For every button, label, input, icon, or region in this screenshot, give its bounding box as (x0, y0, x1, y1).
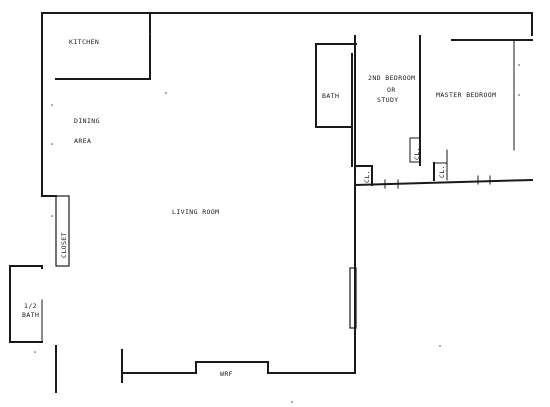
bath-walls (315, 43, 357, 167)
closet-label: CLOSET (60, 232, 68, 258)
second-bedroom-label: 2ND BEDROOM (368, 74, 415, 82)
half-bath-label: 1/2 (24, 302, 37, 310)
second-bedroom-study-label: STUDY (377, 96, 399, 104)
closet-small-label-1: CL. (413, 147, 421, 160)
master-bedroom-walls (419, 39, 533, 181)
closet-small-label-2: CL. (363, 170, 371, 183)
half-bath-label-bath: BATH (22, 311, 39, 319)
dining-label: DINING (74, 117, 100, 125)
kitchen-label: KITCHEN (69, 38, 99, 46)
entry-walls (195, 361, 269, 374)
wall-ticks (384, 39, 515, 189)
living-room-label: LIVING ROOM (172, 208, 219, 216)
kitchen-walls (55, 13, 151, 80)
second-bedroom-or-label: OR (387, 86, 396, 94)
master-bedroom-label: MASTER BEDROOM (436, 91, 496, 99)
speckles (34, 33, 520, 403)
entry-label: WRF (220, 370, 233, 378)
bedroom2-walls (354, 35, 421, 186)
bath-label: BATH (322, 92, 339, 100)
outer-walls (9, 12, 534, 393)
living-window (349, 267, 357, 329)
closet-small-label-3: CL. (438, 165, 446, 178)
closet-walls (41, 195, 70, 267)
dining-label-area: AREA (74, 137, 91, 145)
